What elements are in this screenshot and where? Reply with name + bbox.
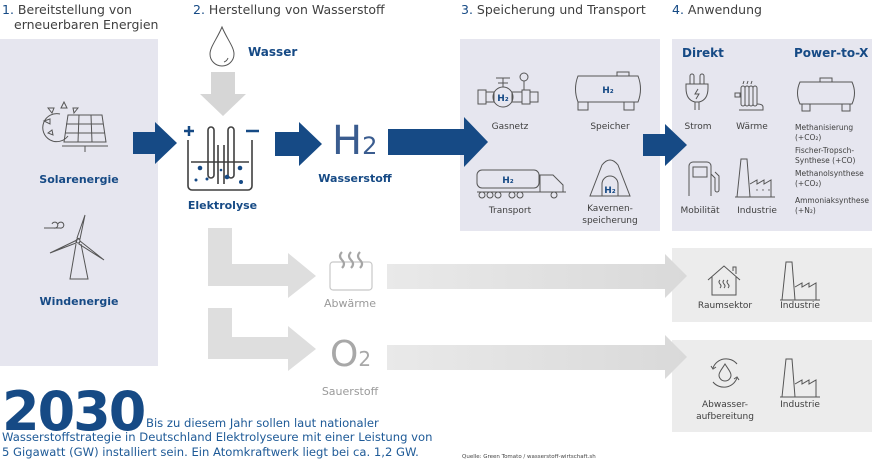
arrow-to-hydrogen: [275, 122, 322, 166]
section-title: Herstellung von Wasserstoff: [208, 2, 385, 17]
tank-h2-badge: H₂: [602, 86, 614, 96]
house-heating-icon: [707, 265, 741, 296]
hydrogen-label: Wasserstoff: [318, 172, 392, 185]
ptx-item-input: (+CO₂): [795, 133, 822, 142]
application-panel: [672, 39, 872, 231]
waste-heat-icon: [329, 251, 373, 291]
cavern-storage-icon: H₂: [589, 159, 631, 197]
cavern-label-line2: speicherung: [582, 216, 638, 226]
electricity-label: Strom: [684, 122, 712, 132]
water-drop-icon: [209, 25, 235, 67]
ptx-item-name: Methanolsynthese: [795, 169, 864, 178]
water-recycling-icon: [710, 358, 740, 388]
electrolysis-icon: [184, 126, 259, 191]
target-year: 2030: [2, 380, 146, 443]
section-title: Anwendung: [687, 2, 762, 17]
factory-icon: [735, 158, 775, 198]
renewables-panel: [0, 39, 158, 366]
power-plug-icon: [685, 73, 709, 110]
water-label: Wasser: [248, 45, 298, 59]
oxygen-label: Sauerstoff: [321, 385, 379, 398]
truck-h2-badge: H₂: [502, 176, 514, 186]
source-credit: Quelle: Green Tomato / wasserstoff-wirts…: [462, 454, 596, 460]
section-1-heading: 1. Bereitstellung von erneuerbaren Energ…: [2, 2, 158, 32]
ptx-item-input: (+CO₂): [795, 179, 822, 188]
mobility-label: Mobilität: [680, 206, 720, 216]
hydrogen-subscript: 2: [362, 132, 378, 160]
storage-tank-label: Speicher: [590, 122, 630, 132]
ptx-item-input: Synthese (+CO): [795, 156, 856, 165]
gas-grid-label: Gasnetz: [491, 122, 529, 132]
solar-energy-label: Solarenergie: [39, 173, 119, 186]
ptx-item-name: Methanisierung: [795, 123, 854, 132]
section-3-heading: 3. Speicherung und Transport: [461, 2, 646, 17]
gas-grid-valve-icon: H₂: [477, 72, 539, 108]
radiator-icon: [734, 80, 764, 111]
section-title: Bereitstellung von: [17, 2, 132, 17]
note-line1: Bis zu diesem Jahr sollen laut nationale…: [146, 416, 379, 430]
oxygen-symbol: O2: [330, 336, 371, 374]
section-number: 1.: [2, 2, 14, 17]
cavern-storage-label: Kavernen- speicherung: [570, 203, 650, 227]
cavern-h2-badge: H₂: [604, 186, 616, 196]
arrow-to-waste-heat: [208, 228, 316, 298]
industry-label: Industrie: [737, 206, 777, 216]
direct-use-heading: Direkt: [682, 46, 724, 60]
gas-grid-h2-badge: H₂: [497, 94, 509, 104]
industry-oxygen-label: Industrie: [780, 400, 820, 410]
wastewater-label: Abwasser- aufbereitung: [690, 399, 760, 423]
power-to-x-heading: Power-to-X: [794, 46, 869, 60]
wind-turbine-icon: [44, 214, 105, 280]
fuel-pump-icon: [688, 161, 720, 196]
wastewater-label-line2: aufbereitung: [696, 412, 754, 422]
hydrogen-symbol: H2: [332, 120, 377, 162]
arrow-to-electrolysis: [133, 122, 177, 164]
ptx-tank-icon: [797, 77, 855, 112]
section-2-heading: 2. Herstellung von Wasserstoff: [193, 2, 385, 17]
ptx-item-name: Fischer-Tropsch-: [795, 146, 855, 155]
oxygen-subscript: 2: [358, 347, 372, 371]
ptx-item: Ammoniaksynthese (+N₂): [795, 196, 869, 216]
section-title-line2: erneuerbaren Energien: [14, 17, 159, 32]
storage-panel: [460, 39, 660, 231]
oxygen-o: O: [330, 334, 359, 375]
arrow-to-oxygen: [208, 308, 316, 371]
ptx-item: Fischer-Tropsch- Synthese (+CO): [795, 146, 855, 166]
heat-label: Wärme: [736, 122, 768, 132]
section-4-heading: 4. Anwendung: [672, 2, 762, 17]
cavern-label-line1: Kavernen-: [587, 204, 633, 214]
arrow-oxygen-to-application: [387, 335, 687, 379]
tanker-truck-icon: H₂: [476, 169, 566, 199]
note-line3: 5 Gigawatt (GW) installiert sein. Ein At…: [2, 445, 419, 459]
industry-heat-label: Industrie: [780, 301, 820, 311]
transport-label: Transport: [488, 206, 532, 216]
waste-heat-label: Abwärme: [323, 297, 377, 310]
wastewater-label-line1: Abwasser-: [701, 400, 749, 410]
note-line2: Wasserstoffstrategie in Deutschland Elek…: [2, 430, 433, 444]
arrow-to-application: [643, 124, 687, 166]
section-title: Speicherung und Transport: [476, 2, 646, 17]
factory-icon: [780, 261, 820, 301]
oxygen-application-panel: [672, 340, 872, 432]
hydrogen-h: H: [332, 118, 363, 164]
heat-application-panel: [672, 248, 872, 322]
ptx-item: Methanisierung (+CO₂): [795, 123, 853, 143]
ptx-item: Methanolsynthese (+CO₂): [795, 169, 864, 189]
storage-tank-icon: H₂: [575, 71, 641, 111]
section-number: 2.: [193, 2, 205, 17]
arrow-to-storage: [388, 117, 488, 167]
factory-icon: [780, 358, 820, 398]
space-heating-label: Raumsektor: [697, 301, 753, 311]
section-number: 4.: [672, 2, 684, 17]
solar-panel-icon: [42, 100, 108, 152]
section-number: 3.: [461, 2, 473, 17]
ptx-item-name: Ammoniaksynthese: [795, 196, 870, 205]
wind-energy-label: Windenergie: [39, 295, 119, 308]
electrolysis-label: Elektrolyse: [187, 199, 258, 212]
arrow-water-down: [200, 72, 246, 116]
arrow-heat-to-application: [387, 254, 687, 298]
ptx-item-input: (+N₂): [795, 206, 816, 215]
